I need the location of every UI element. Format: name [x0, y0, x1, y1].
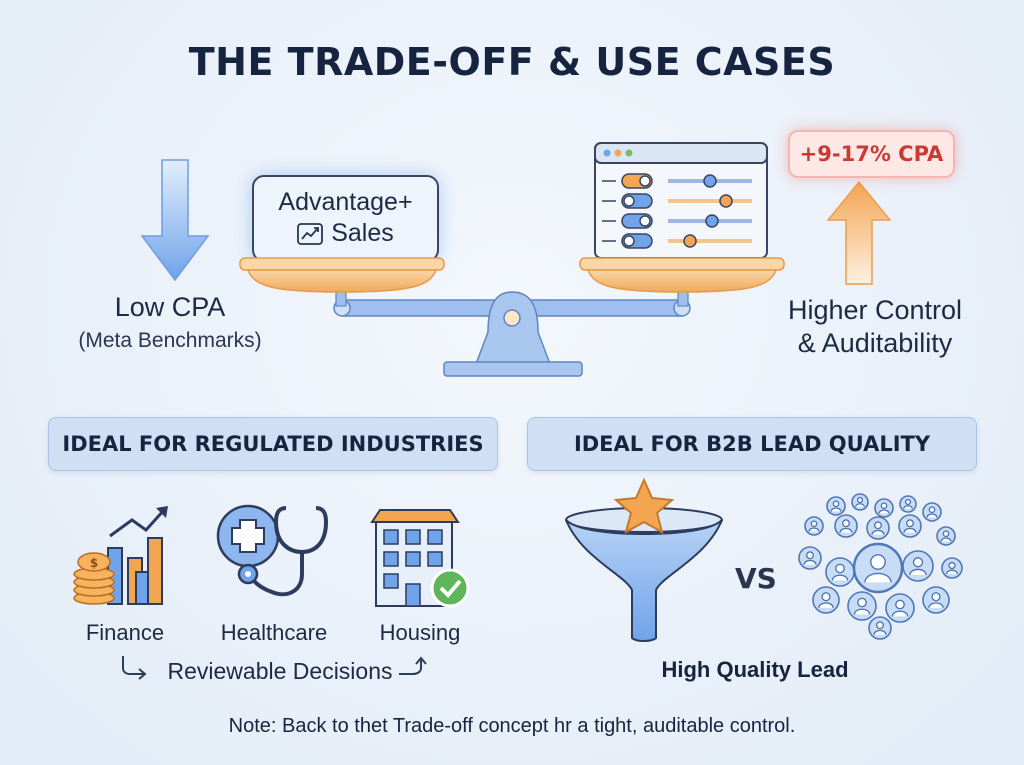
healthcare-label: Healthcare — [220, 620, 328, 645]
crowd-icon — [798, 493, 963, 640]
cpa-increase-badge: +9-17% CPA — [788, 130, 955, 178]
vs-label: VS — [735, 562, 777, 595]
note-text: Note: Back to thet Trade-off concept hr … — [228, 715, 796, 737]
advantage-label: Advantage+ — [278, 188, 413, 216]
curved-arrow-left-icon — [122, 656, 147, 680]
svg-text:$: $ — [90, 556, 98, 570]
page-title: THE TRADE-OFF & USE CASES — [188, 40, 836, 84]
regulated-industries-banner: IDEAL FOR REGULATED INDUSTRIES — [48, 417, 498, 471]
advantage-sales-box: Advantage+ Sales — [252, 175, 439, 262]
down-arrow-icon — [140, 159, 210, 282]
housing-icon — [370, 509, 470, 608]
finance-label: Finance — [85, 620, 165, 645]
reviewable-decisions-label: Reviewable Decisions — [167, 658, 393, 684]
right-pan — [579, 257, 785, 293]
balance-scale — [239, 257, 785, 377]
housing-label: Housing — [379, 620, 461, 645]
left-pan — [239, 257, 445, 293]
low-cpa-text: Low CPA — [114, 292, 226, 322]
b2b-lead-quality-banner: IDEAL FOR B2B LEAD QUALITY — [527, 417, 977, 471]
up-arrow-icon — [826, 180, 892, 285]
finance-icon: $ — [73, 506, 168, 605]
healthcare-icon — [216, 504, 329, 597]
low-cpa-label: Low CPA (Meta Benchmarks) — [60, 292, 280, 353]
higher-control-label: Higher Control & Auditability — [760, 294, 990, 360]
control-panel-window — [594, 142, 768, 259]
auditability-text: & Auditability — [797, 328, 953, 358]
sales-label: Sales — [331, 219, 394, 247]
star-icon — [613, 477, 675, 535]
funnel-icon — [565, 477, 723, 642]
trend-chart-icon — [297, 222, 324, 245]
meta-benchmarks-text: (Meta Benchmarks) — [78, 329, 262, 352]
curved-arrow-right-icon — [399, 656, 427, 675]
high-quality-lead-label: High Quality Lead — [661, 657, 849, 682]
person-icon-group — [798, 493, 963, 640]
higher-control-text: Higher Control — [787, 295, 963, 325]
